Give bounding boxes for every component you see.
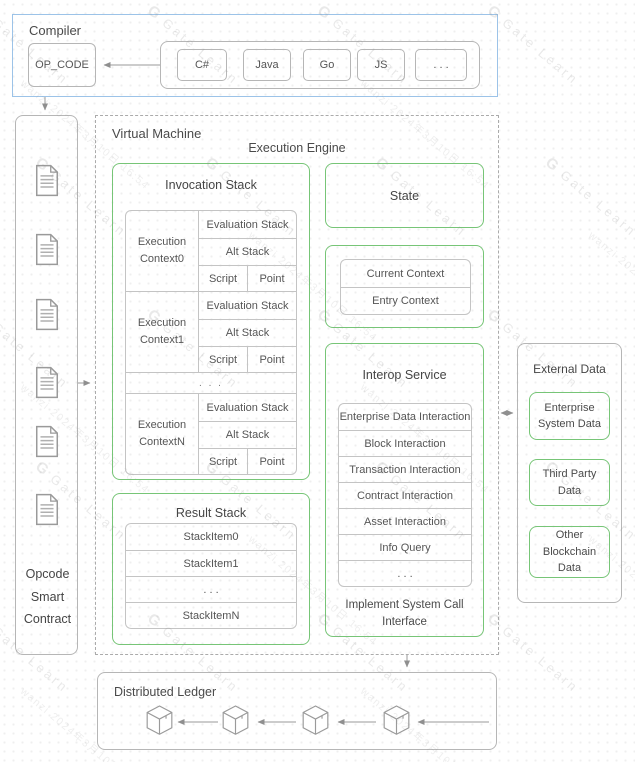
evaluation-stack-cell: Evaluation Stack	[206, 401, 289, 414]
language-label: Go	[319, 59, 335, 71]
language-box-go: Go	[303, 49, 351, 81]
point-cell: Point	[247, 347, 296, 372]
document-icon	[35, 298, 59, 331]
document-icon	[35, 164, 59, 197]
block-icon	[146, 705, 173, 735]
watermark-brand: G Gate Learn	[542, 154, 635, 240]
interop-row: Transaction Interaction	[339, 456, 471, 482]
language-box-js: JS	[357, 49, 405, 81]
context-pointer-table: Current Context Entry Context	[340, 259, 471, 315]
block-icon	[302, 705, 329, 735]
document-icon	[35, 366, 59, 399]
languages-group-box	[160, 41, 480, 89]
document-icon	[35, 493, 59, 526]
language-box-more: . . .	[415, 49, 467, 81]
enterprise-system-data-box: Enterprise System Data	[529, 392, 610, 440]
result-stack-box: Result Stack	[112, 493, 310, 645]
evaluation-stack-cell: Evaluation Stack	[206, 299, 289, 312]
execution-context-row: Execution Context0 Evaluation Stack Alt …	[126, 211, 296, 291]
ellipsis-row: . . .	[339, 560, 471, 586]
external-data-title: External Data	[533, 362, 606, 376]
evaluation-stack-cell: Evaluation Stack	[206, 218, 289, 231]
interop-service-box: Interop Service	[325, 343, 484, 637]
language-label: C#	[194, 59, 210, 71]
state-box: State	[325, 163, 484, 228]
entry-context-cell: Entry Context	[341, 287, 470, 314]
interop-row: Block Interaction	[339, 430, 471, 456]
block-icon	[383, 705, 410, 735]
virtual-machine-box: Virtual Machine Execution Engine	[95, 115, 499, 655]
context-pointer-box	[325, 245, 484, 328]
interop-service-title: Interop Service	[362, 368, 447, 382]
document-icon	[35, 425, 59, 458]
ellipsis-row: . . .	[126, 576, 296, 602]
execution-context-row: Execution Context1 Evaluation Stack Alt …	[126, 291, 296, 372]
context-label: Execution Context1	[137, 316, 187, 346]
stack-item: StackItem1	[126, 550, 296, 576]
execution-engine-title: Execution Engine	[248, 141, 346, 155]
state-title: State	[389, 188, 420, 203]
interop-footer: Implement System Call Interface	[345, 599, 464, 629]
invocation-stack-box: Invocation Stack	[112, 163, 310, 480]
watermark-date: wanzi 2024年3月10日 16:54	[586, 229, 635, 345]
ellipsis-label: . . .	[433, 59, 449, 71]
language-box-csharp: C#	[177, 49, 227, 81]
point-cell: Point	[247, 449, 296, 474]
stack-item: StackItemN	[126, 602, 296, 628]
script-cell: Script	[208, 272, 238, 285]
alt-stack-cell: Alt Stack	[199, 421, 296, 448]
external-data-box: External Data	[517, 343, 622, 603]
context-label: Execution Context0	[137, 235, 187, 265]
distributed-ledger-box: Distributed Ledger	[97, 672, 497, 750]
execution-context-row: Execution ContextN Evaluation Stack Alt …	[126, 393, 296, 474]
alt-stack-cell: Alt Stack	[199, 238, 296, 265]
stack-item: StackItem0	[183, 531, 239, 543]
ellipsis-row: . . .	[126, 372, 296, 393]
distributed-ledger-title: Distributed Ledger	[114, 685, 217, 699]
interop-row: Contract Interaction	[339, 482, 471, 508]
vm-title: Virtual Machine	[112, 126, 202, 141]
language-label: JS	[374, 59, 388, 71]
document-icon	[35, 233, 59, 266]
point-cell: Point	[247, 266, 296, 291]
interop-row: Asset Interaction	[339, 508, 471, 534]
context-label: Execution ContextN	[137, 418, 187, 448]
alt-stack-cell: Alt Stack	[199, 319, 296, 346]
invocation-table: Execution Context0 Evaluation Stack Alt …	[125, 210, 297, 475]
compiler-title: Compiler	[29, 23, 82, 38]
language-box-java: Java	[243, 49, 291, 81]
language-label: Java	[255, 59, 279, 71]
result-stack-title: Result Stack	[175, 506, 247, 520]
opcode-smart-contract-panel: Opcode Smart Contract	[15, 115, 78, 655]
script-cell: Script	[208, 455, 238, 468]
opcode-label: OP_CODE	[35, 59, 89, 71]
interop-row: Enterprise Data Interaction	[339, 411, 471, 423]
third-party-data-box: Third Party Data	[529, 459, 610, 506]
invocation-stack-title: Invocation Stack	[165, 178, 257, 192]
interop-row: Info Query	[339, 534, 471, 560]
interop-table: Enterprise Data Interaction Block Intera…	[338, 403, 472, 587]
other-blockchain-data-box: Other Blockchain Data	[529, 526, 610, 578]
compiler-box: Compiler	[12, 14, 498, 97]
current-context-cell: Current Context	[366, 267, 445, 280]
opcode-panel-label: Opcode Smart Contract	[23, 567, 72, 626]
result-stack-table: StackItem0 StackItem1 . . . StackItemN	[125, 523, 297, 629]
opcode-box: OP_CODE	[28, 43, 96, 87]
block-icon	[222, 705, 249, 735]
watermark-brand: G Gate Learn	[484, 2, 582, 88]
script-cell: Script	[208, 353, 238, 366]
